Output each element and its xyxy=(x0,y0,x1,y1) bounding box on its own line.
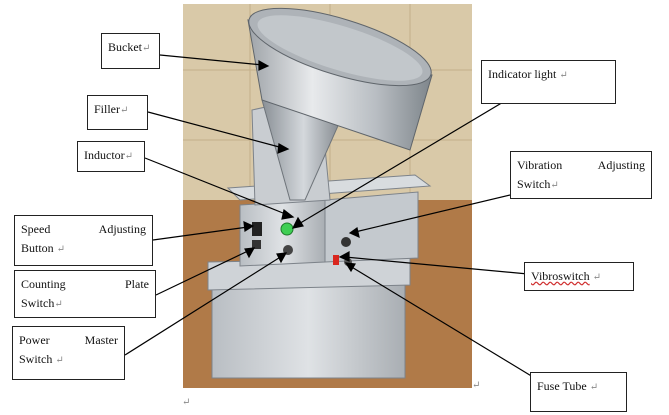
arrow-filler xyxy=(147,111,284,149)
arrowhead-fuse xyxy=(344,262,356,273)
vibration-knob xyxy=(341,237,351,247)
machine-side-panel xyxy=(324,191,419,263)
label-fuse-tube: Fuse Tube ↵ xyxy=(530,372,627,412)
arrowhead-filler xyxy=(277,143,290,154)
para-mark: ↵ xyxy=(589,382,599,393)
label-filler: Filler↵ xyxy=(87,95,148,130)
label-speed-line1: Speed Adjusting xyxy=(21,222,146,236)
counting-switch xyxy=(252,240,261,249)
label-vibration-adjusting-switch: Vibration Adjusting Switch↵ xyxy=(510,151,652,199)
speed-knob xyxy=(252,222,262,236)
label-filler-text: Filler xyxy=(94,102,120,116)
label-indicator-text: Indicator light xyxy=(488,67,557,81)
label-speed-line2: Button xyxy=(21,241,54,255)
para-mark: ↵ xyxy=(124,151,134,162)
indicator-light xyxy=(280,222,294,236)
para-mark: ↵ xyxy=(182,397,191,408)
leader-lines xyxy=(124,54,534,378)
arrow-inductor xyxy=(144,157,289,216)
label-power-line1: Power Master xyxy=(19,333,118,347)
arrow-power xyxy=(124,255,283,356)
label-power-line2: Switch xyxy=(19,352,53,366)
bucket-inside xyxy=(257,15,423,81)
arrowhead-vibroswitch xyxy=(338,250,350,262)
arrowhead-speed xyxy=(243,221,255,233)
label-inductor: Inductor↵ xyxy=(77,141,145,172)
arrow-vibroswitch xyxy=(344,256,529,275)
label-vibroswitch-text: Vibroswitch xyxy=(531,269,590,283)
label-speed-adjusting-button: Speed Adjusting Button ↵ xyxy=(14,215,153,266)
para-mark: ↵ xyxy=(472,380,481,391)
arrowhead-vibration xyxy=(348,226,360,239)
para-mark: ↵ xyxy=(559,70,568,81)
label-counting-line2: Switch xyxy=(21,296,55,310)
label-inductor-text: Inductor xyxy=(84,148,125,162)
arrowhead-inductor xyxy=(281,208,295,220)
para-mark: ↵ xyxy=(56,244,66,255)
label-fuse-text: Fuse Tube xyxy=(537,379,587,393)
para-mark: ↵ xyxy=(120,105,129,116)
para-mark: ↵ xyxy=(550,180,559,191)
arrow-speed xyxy=(152,226,249,241)
arrowhead-bucket xyxy=(258,59,270,71)
arrowhead-indicator xyxy=(291,216,304,229)
label-power-master-switch: Power Master Switch ↵ xyxy=(12,326,125,380)
label-vibration-line2: Switch xyxy=(517,177,551,191)
label-counting-line1: Counting Plate xyxy=(21,277,149,291)
para-mark: ↵ xyxy=(54,299,63,310)
para-mark: ↵ xyxy=(55,355,64,366)
arrow-indicator xyxy=(296,91,521,226)
arrow-fuse xyxy=(349,265,534,378)
label-indicator-light: Indicator light ↵ xyxy=(481,60,616,104)
arrow-counting xyxy=(155,249,251,296)
label-vibroswitch: Vibroswitch ↵ xyxy=(524,262,634,291)
vibro-switch xyxy=(333,255,339,265)
arrow-vibration xyxy=(354,194,511,233)
arrowhead-power xyxy=(276,252,288,264)
arrowhead-counting xyxy=(244,247,256,259)
label-counting-plate-switch: Counting Plate Switch↵ xyxy=(14,270,156,318)
label-bucket-text: Bucket xyxy=(108,40,142,54)
para-mark: ↵ xyxy=(142,43,151,54)
arrow-bucket xyxy=(159,54,264,66)
label-vibration-line1: Vibration Adjusting xyxy=(517,158,645,172)
label-bucket: Bucket↵ xyxy=(101,33,160,69)
para-mark: ↵ xyxy=(592,272,601,283)
